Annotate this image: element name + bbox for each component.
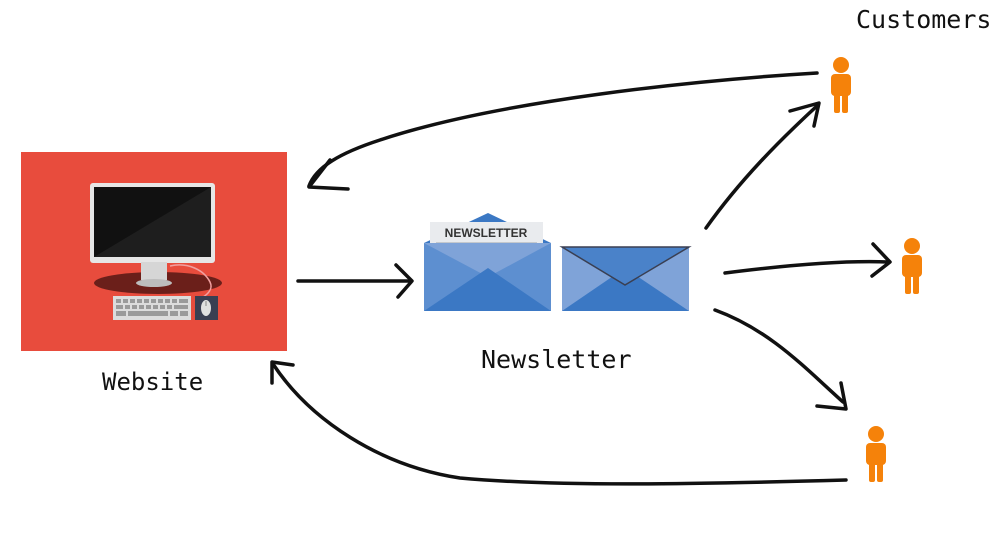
arrow-website-to-newsletter	[296, 263, 414, 299]
arrow-customer-top-to-website	[307, 71, 819, 191]
envelope-icon	[559, 246, 692, 311]
desktop-computer-icon	[90, 183, 222, 320]
person-icon	[902, 238, 922, 294]
newsletter-label: Newsletter	[481, 345, 632, 374]
customers-label: Customers	[856, 5, 992, 34]
person-icon	[866, 426, 886, 482]
arrow-to-customer-top	[704, 101, 821, 230]
arrow-to-customer-middle	[723, 242, 892, 278]
person-icon	[831, 57, 851, 113]
arrow-to-customer-bottom	[713, 308, 848, 411]
envelope-card-title: NEWSLETTER	[445, 226, 528, 240]
envelope-icon: NEWSLETTER	[424, 213, 551, 311]
website-label: Website	[102, 368, 204, 396]
arrow-customer-bottom-to-website	[270, 360, 848, 486]
website-block	[21, 152, 287, 351]
